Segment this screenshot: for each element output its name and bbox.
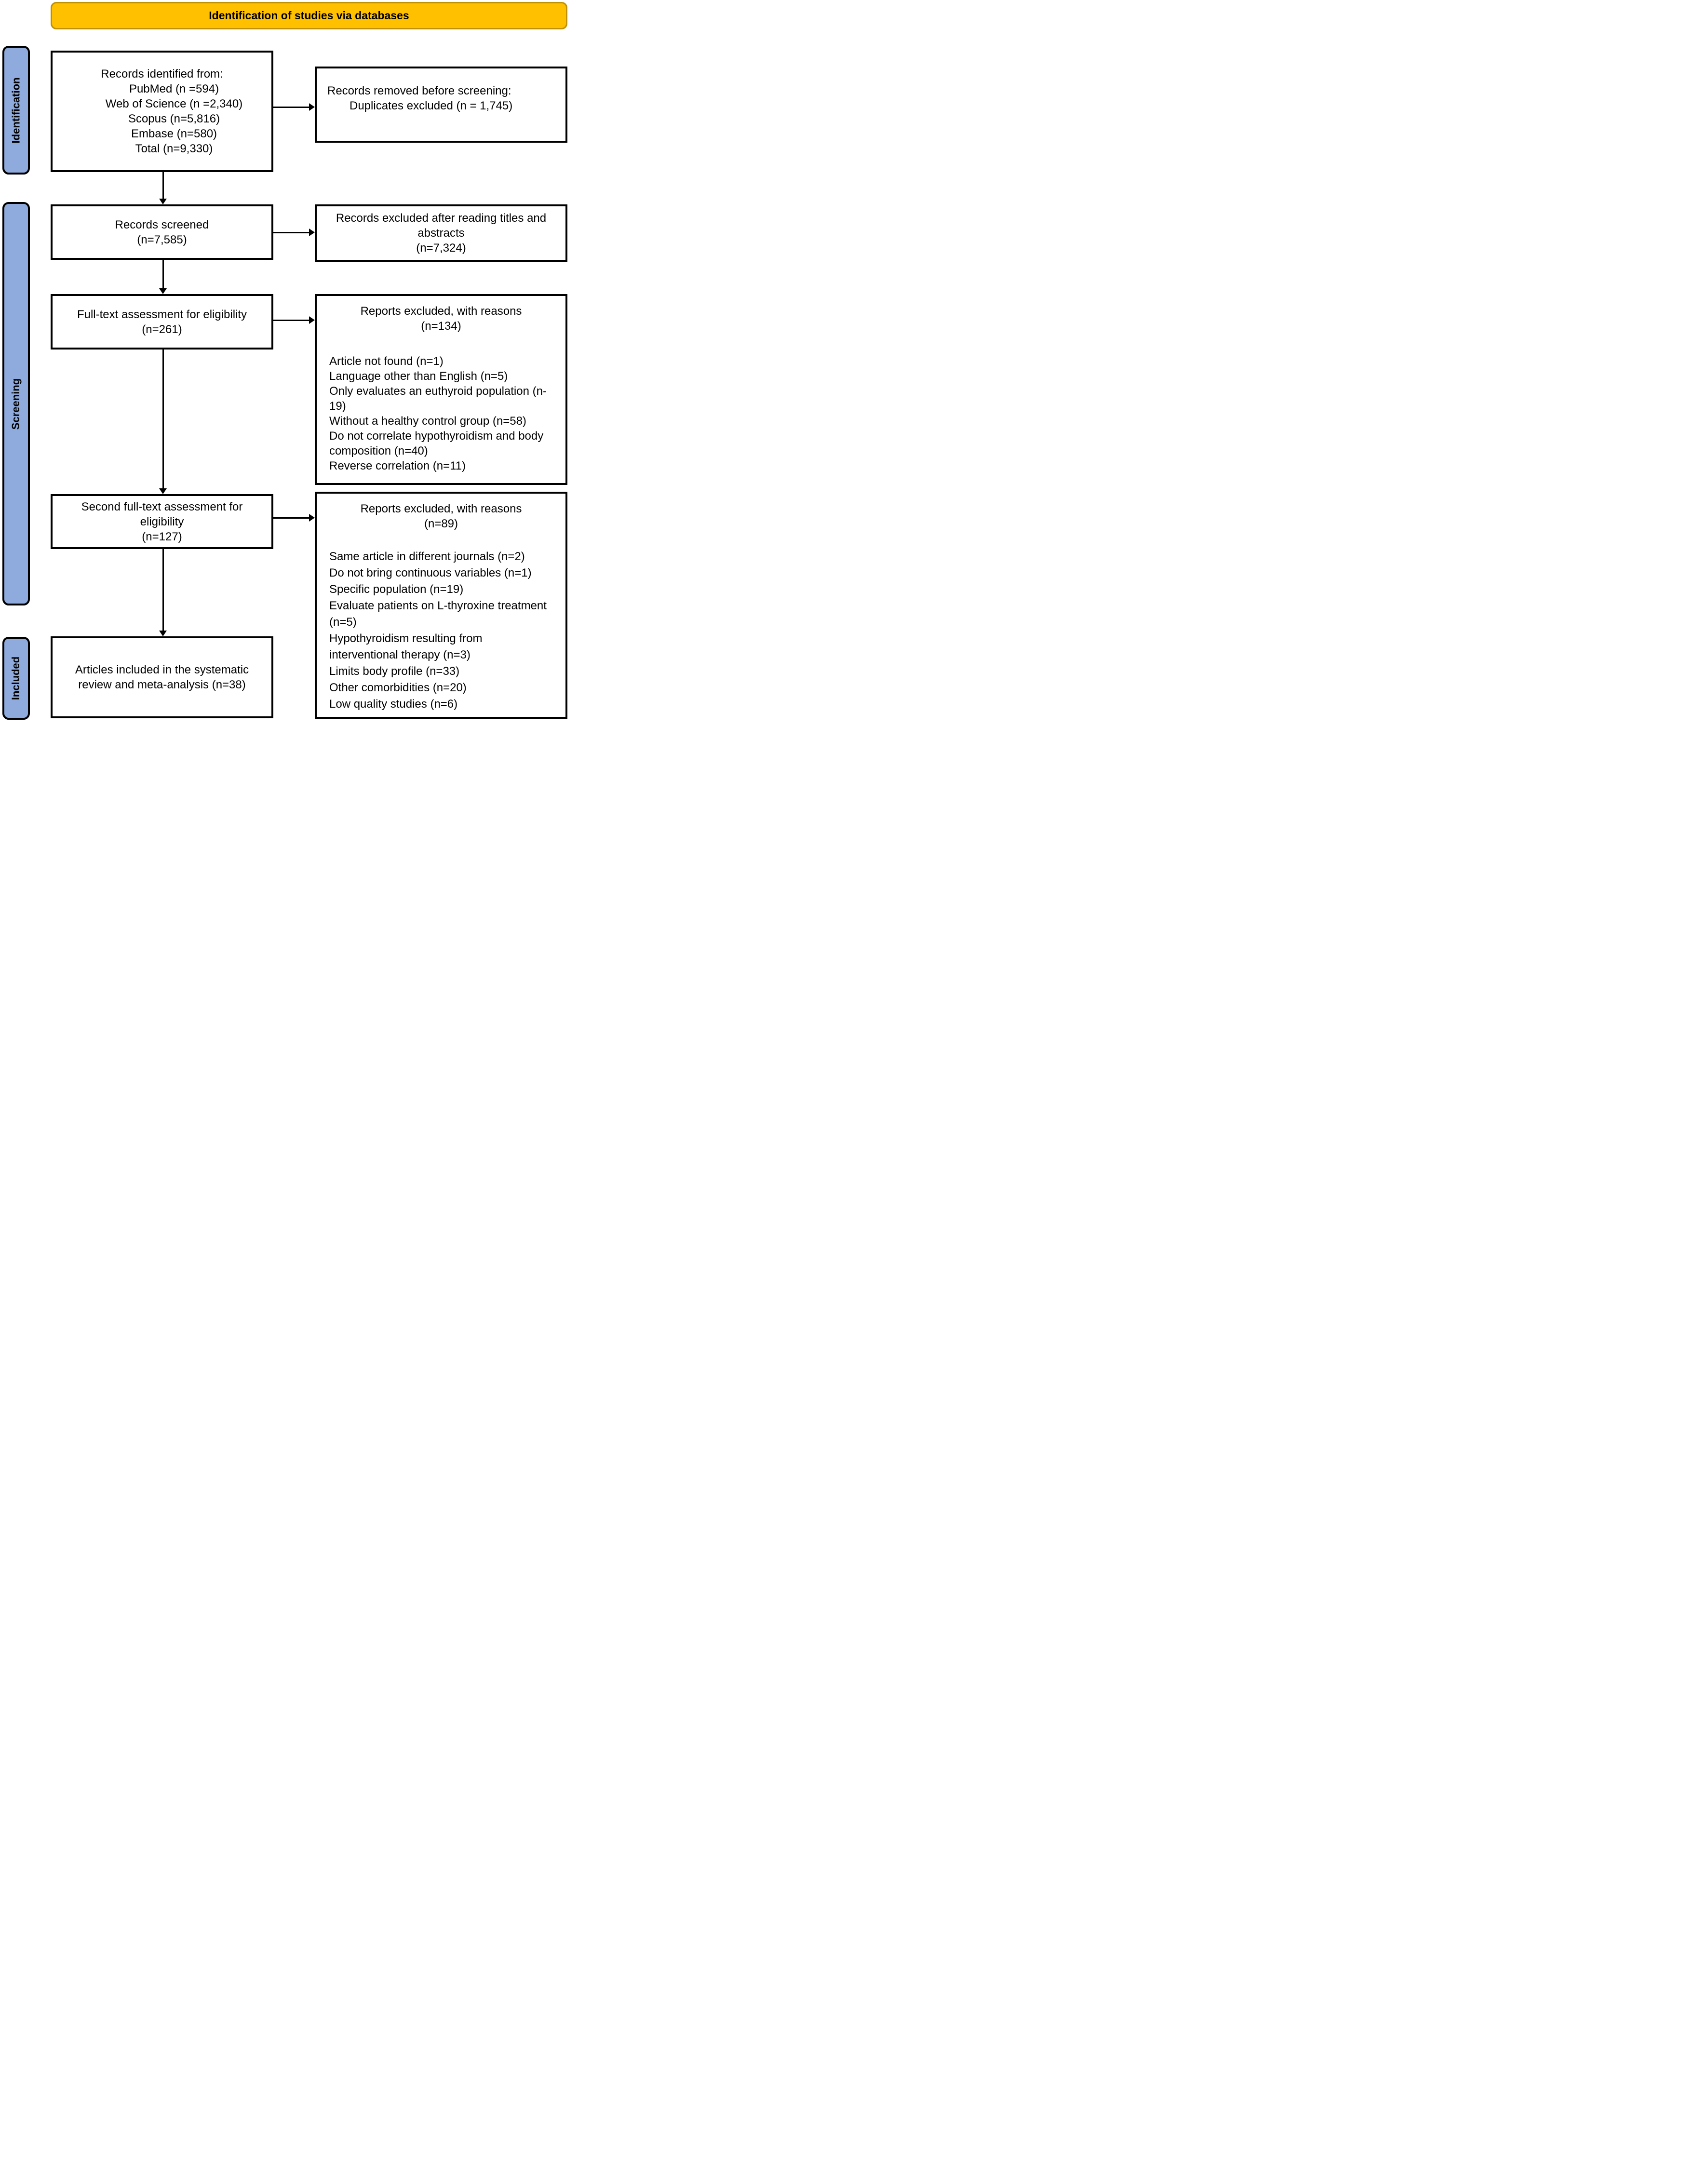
reason-item: Article not found (n=1) [329,355,444,368]
box-reports-excluded-first: Reports excluded, with reasons (n=134) A… [315,294,567,485]
arrow-second-to-included-line [162,549,164,632]
arrow-screened-to-excluded-head [309,228,315,236]
arrow-fulltext-to-reports-line [273,320,310,321]
arrow-screened-to-fulltext-line [162,260,164,289]
arrow-second-to-reports-line [273,517,310,519]
box-records-excluded: Records excluded after reading titles an… [315,204,567,262]
reports-excluded-first-reasons: Article not found (n=1) Language other t… [317,354,565,473]
banner-label: Identification of studies via databases [209,9,409,22]
arrow-identified-to-screened-head [159,199,167,204]
records-excluded-count: (n=7,324) [416,242,466,255]
box-records-removed: Records removed before screening: Duplic… [315,67,567,143]
reason-item: Hypothyroidism resulting from interventi… [329,632,483,661]
records-screened-count: (n=7,585) [137,233,187,246]
reason-item: Do not bring continuous variables (n=1) [329,566,532,579]
source-pubmed: PubMed (n =594) [129,82,219,95]
records-excluded-line-1: Records excluded after reading titles an… [336,212,547,225]
reason-item: Language other than English (n=5) [329,370,508,383]
arrow-identified-to-removed-line [273,107,310,108]
reason-item: Limits body profile (n=33) [329,665,460,678]
reason-item: Specific population (n=19) [329,583,464,596]
fulltext-assessment-count: (n=261) [142,323,182,336]
arrow-second-to-included-head [159,631,167,636]
records-excluded-line-2: abstracts [417,227,465,240]
stage-included-label: Included [10,656,22,700]
arrow-screened-to-fulltext-head [159,288,167,294]
reports-excluded-second-reasons: Same article in different journals (n=2)… [317,549,565,712]
reason-item: Same article in different journals (n=2) [329,550,525,563]
stage-identification-label: Identification [10,77,22,143]
second-fulltext-count: (n=127) [142,530,182,543]
reports-excluded-second-count: (n=89) [424,517,458,530]
source-embase: Embase (n=580) [131,127,217,140]
records-screened-line: Records screened [115,218,209,231]
source-scopus: Scopus (n=5,816) [128,112,220,125]
box-articles-included: Articles included in the systematic revi… [51,636,273,718]
arrow-fulltext-to-second-head [159,488,167,494]
box-fulltext-assessment: Full-text assessment for eligibility (n=… [51,294,273,349]
arrow-second-to-reports-head [309,514,315,522]
arrow-screened-to-excluded-line [273,232,310,233]
records-removed-detail: Duplicates excluded (n = 1,745) [350,99,513,112]
arrow-identified-to-screened-line [162,172,164,200]
box-records-identified-title: Records identified from: [101,67,223,81]
box-records-screened: Records screened (n=7,585) [51,204,273,260]
reason-item: Only evaluates an euthyroid population (… [329,385,547,413]
reports-excluded-first-title: Reports excluded, with reasons [360,305,522,318]
stage-included: Included [2,637,30,720]
reason-item: Low quality studies (n=6) [329,698,458,711]
arrow-fulltext-to-second-line [162,349,164,489]
articles-included-line-2: review and meta-analysis (n=38) [78,678,246,691]
box-reports-excluded-second: Reports excluded, with reasons (n=89) Sa… [315,492,567,719]
reason-item: Do not correlate hypothyroidism and body… [329,430,544,457]
second-fulltext-line-1: Second full-text assessment for [81,500,243,513]
records-removed-title: Records removed before screening: [327,84,511,97]
prisma-flow-diagram: Identification of studies via databases … [0,0,569,721]
stage-screening-label: Screening [10,378,22,430]
reason-item: Evaluate patients on L-thyroxine treatme… [329,599,547,629]
box-records-identified: Records identified from: PubMed (n =594)… [51,51,273,172]
reason-item: Other comorbidities (n=20) [329,681,467,694]
reports-excluded-first-count: (n=134) [421,320,461,333]
reports-excluded-second-title: Reports excluded, with reasons [360,502,522,515]
stage-screening: Screening [2,202,30,605]
arrow-identified-to-removed-head [309,103,315,111]
reason-item: Without a healthy control group (n=58) [329,415,526,428]
source-web-of-science: Web of Science (n =2,340) [105,97,243,110]
stage-identification: Identification [2,46,30,175]
arrow-fulltext-to-reports-head [309,316,315,324]
box-second-fulltext-assessment: Second full-text assessment for eligibil… [51,494,273,549]
fulltext-assessment-line: Full-text assessment for eligibility [77,308,247,321]
articles-included-line-1: Articles included in the systematic [75,663,249,676]
second-fulltext-line-2: eligibility [140,515,184,528]
reason-item: Reverse correlation (n=11) [329,459,466,472]
source-total: Total (n=9,330) [135,142,213,155]
banner-identification-via-databases: Identification of studies via databases [51,2,567,29]
